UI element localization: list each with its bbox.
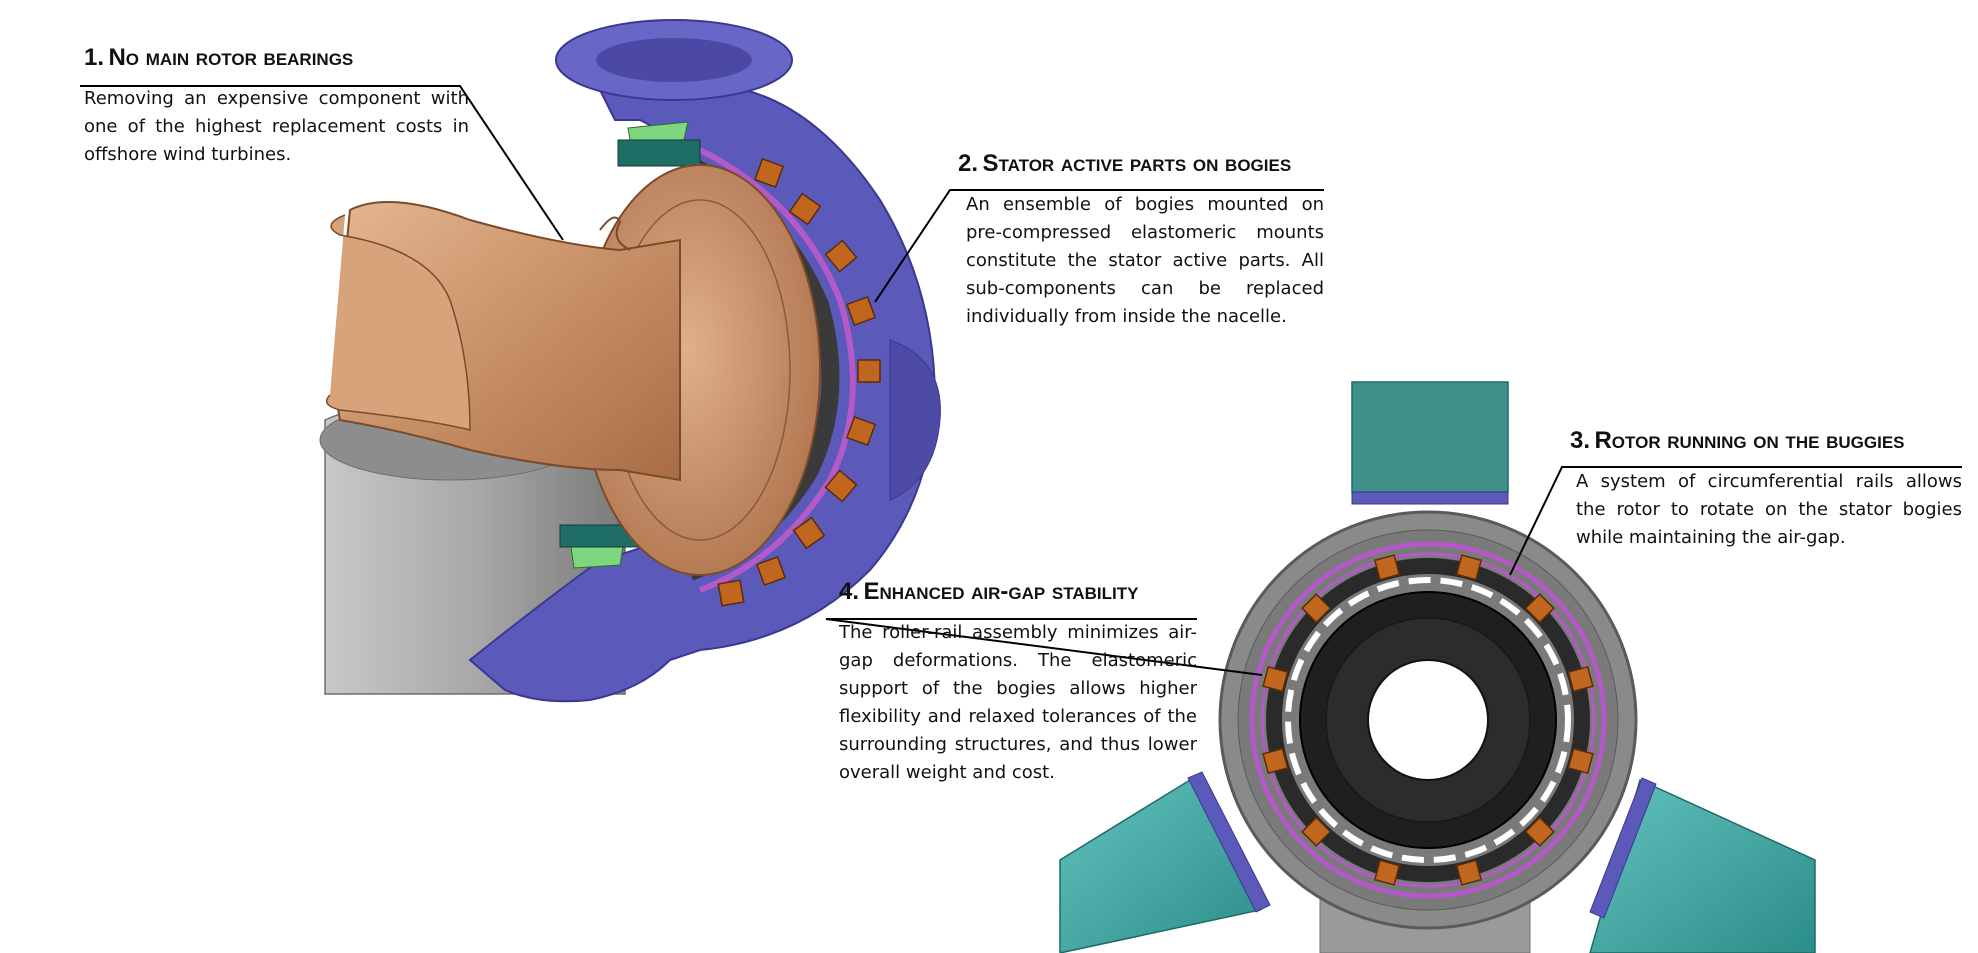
- callout-description: Removing an expensive component with one…: [84, 88, 469, 165]
- blade-top: [1351, 381, 1509, 493]
- bogies: [717, 157, 881, 607]
- rail-mid: [1260, 552, 1596, 888]
- leader-1: [80, 85, 564, 241]
- top-mount-bore: [596, 38, 752, 82]
- callout-air-gap-stability: 4. Enhanced air-gap stability The roller…: [839, 578, 1197, 787]
- hub-fin: [599, 216, 631, 251]
- leader-2: [874, 189, 1324, 303]
- callout-stator-active-parts: 2. Stator active parts on bogies An ense…: [958, 150, 1324, 331]
- callout-title: 2. Stator active parts on bogies: [958, 150, 1324, 181]
- callout-no-main-rotor-bearings: 1. No main rotor bearings Removing an ex…: [84, 44, 469, 169]
- nacelle-cutaway-view: [319, 19, 941, 703]
- bogie-ring: [1266, 558, 1590, 882]
- leader-4: [825, 618, 1263, 676]
- blade-top-flange: [1351, 491, 1509, 505]
- callout-title: 4. Enhanced air-gap stability: [839, 578, 1197, 609]
- callout-rotor-running-on-buggies: 3. Rotor running on the buggies A system…: [1570, 427, 1962, 552]
- blade-left-flange: [1187, 771, 1271, 913]
- callout-heading: Enhanced air-gap stability: [863, 578, 1139, 605]
- hub-flare: [325, 214, 471, 431]
- callout-description: A system of circumferential rails allows…: [1576, 471, 1962, 548]
- callout-title: 3. Rotor running on the buggies: [1570, 427, 1962, 458]
- callout-number: 3.: [1570, 427, 1591, 454]
- callout-heading: Rotor running on the buggies: [1594, 427, 1905, 454]
- side-bulge: [889, 339, 941, 501]
- rotor-bore: [1367, 659, 1489, 781]
- airgap-ring: [1285, 577, 1571, 863]
- blade-left: [1059, 778, 1262, 953]
- callout-description: An ensemble of bogies mounted on pre-com…: [966, 194, 1324, 327]
- front-view: [1059, 381, 1816, 953]
- leader-lines: [80, 85, 1962, 676]
- front-bogies: [1262, 554, 1594, 886]
- callout-description: The roller-rail assembly minimizes air-g…: [839, 622, 1197, 783]
- callout-number: 1.: [84, 44, 105, 71]
- stator-rail: [698, 147, 856, 593]
- bracket-top: [617, 139, 701, 167]
- callout-number: 2.: [958, 150, 979, 177]
- rail-outer: [1249, 541, 1607, 899]
- blade-right-flange: [1589, 777, 1657, 919]
- callout-number: 4.: [839, 578, 860, 605]
- callout-heading: Stator active parts on bogies: [982, 150, 1292, 177]
- callout-title: 1. No main rotor bearings: [84, 44, 469, 75]
- leader-3: [1509, 466, 1962, 576]
- callout-heading: No main rotor bearings: [108, 44, 354, 71]
